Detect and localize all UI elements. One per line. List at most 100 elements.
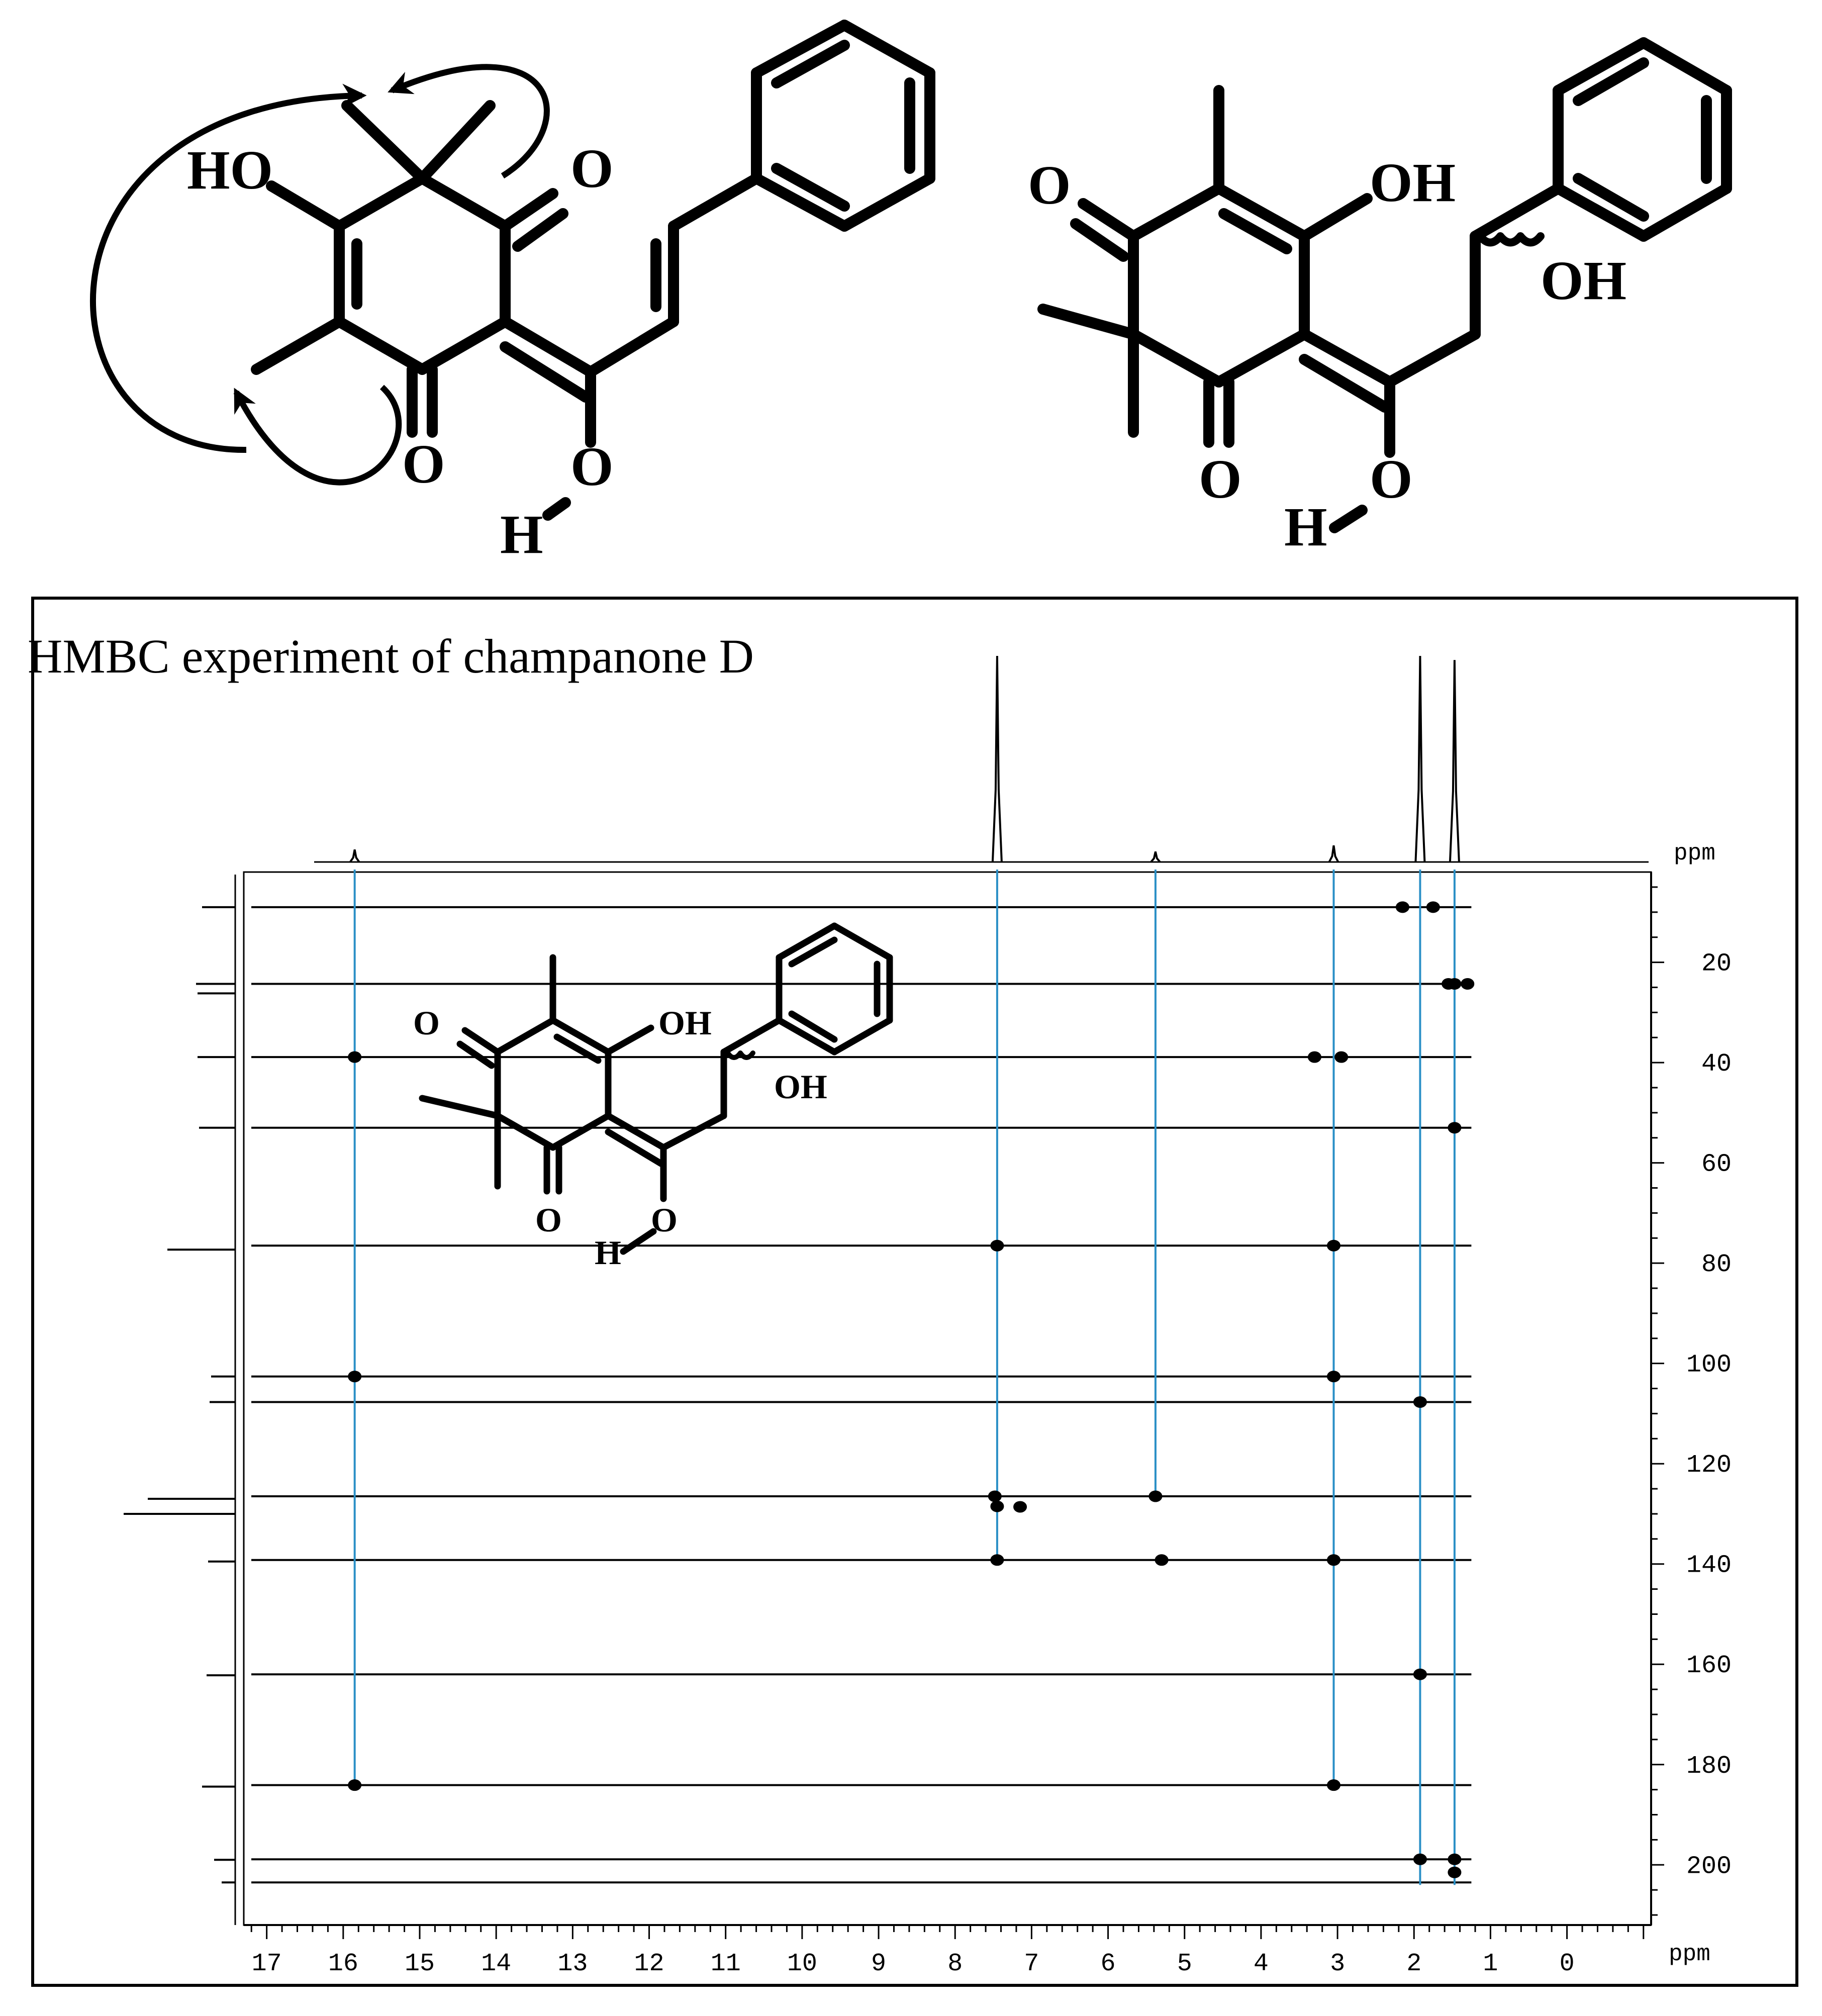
y-tick-label: 40 — [1701, 1050, 1732, 1079]
atom-label: O — [651, 1201, 678, 1239]
x-tick-label: 6 — [1101, 1950, 1116, 1978]
proton-guide-lines — [353, 870, 1456, 1885]
atom-labels-top-right: O OH OH O O H — [1028, 152, 1626, 557]
atom-label: OH — [1541, 250, 1626, 311]
x-tick-label: 12 — [634, 1950, 664, 1978]
cross-peak — [1461, 978, 1475, 990]
structure-inset — [419, 922, 893, 1255]
atom-label: H — [595, 1233, 621, 1272]
arrow-methyl-to-gem — [90, 83, 367, 453]
x-tick-label: 8 — [947, 1950, 963, 1978]
arrow-carbonyl-to-methyl — [233, 385, 402, 486]
plot-area — [243, 871, 1652, 1926]
hmbc-arrows — [90, 64, 550, 486]
cross-peak — [1148, 1490, 1163, 1502]
cross-peak — [1326, 1779, 1340, 1791]
proton-peak — [1414, 655, 1426, 862]
cross-peak — [990, 1500, 1004, 1512]
cross-peak — [1334, 1051, 1349, 1063]
proton-peak — [991, 655, 1003, 862]
f2-unit-label: ppm — [1669, 1941, 1710, 1967]
cross-peak — [348, 1371, 362, 1383]
f2-unit-label-top: ppm — [1674, 840, 1715, 867]
cross-peak — [1448, 1122, 1462, 1134]
cross-peak — [1395, 901, 1409, 913]
atom-label: O — [1199, 448, 1242, 510]
cross-peak — [1326, 1554, 1340, 1566]
proton-peak — [1449, 660, 1460, 862]
atom-label: O — [1370, 448, 1413, 510]
y-tick-label: 20 — [1701, 950, 1732, 979]
atom-label: OH — [774, 1068, 827, 1106]
atom-label: OH — [1370, 152, 1456, 213]
y-tick-label: 60 — [1701, 1150, 1732, 1179]
cross-peak — [1413, 1396, 1427, 1408]
arrow-carbonyl-to-gem — [388, 64, 550, 179]
atom-label: H — [1284, 496, 1327, 557]
cross-peak — [348, 1779, 362, 1791]
atom-labels-inset: O OH OH O O H — [413, 1004, 827, 1272]
cross-peak — [1413, 1853, 1427, 1865]
cross-peak — [990, 1239, 1004, 1252]
cross-peak — [988, 1490, 1002, 1502]
atom-label: HO — [187, 139, 273, 201]
cross-peak — [1307, 1051, 1321, 1063]
y-tick-label: 80 — [1701, 1251, 1732, 1279]
proton-peak — [1328, 845, 1339, 862]
proton-projection — [349, 655, 1460, 863]
cross-peak — [1326, 1371, 1340, 1383]
x-tick-label: 17 — [252, 1950, 282, 1978]
x-tick-label: 3 — [1330, 1950, 1345, 1978]
x-tick-label: 9 — [871, 1950, 886, 1978]
atom-label: O — [570, 138, 614, 199]
proton-peak — [349, 849, 360, 863]
correlation-lines — [251, 906, 1472, 1884]
cross-peak — [348, 1051, 362, 1063]
cross-peak — [1013, 1501, 1027, 1513]
x-tick-label: 15 — [405, 1950, 435, 1978]
y-tick-label: 200 — [1686, 1852, 1732, 1881]
y-tick-label: 120 — [1686, 1451, 1732, 1480]
atom-labels-top-left: HO O O O H — [187, 138, 614, 565]
x-tick-label: 4 — [1254, 1950, 1269, 1978]
proton-peak — [1150, 851, 1161, 863]
y-tick-label: 100 — [1686, 1351, 1732, 1380]
carbon-projection — [124, 906, 235, 1884]
y-axis: 20 40 60 80 100 120 140 160 180 200 — [1650, 872, 1732, 1925]
y-tick-label: 180 — [1686, 1752, 1732, 1781]
x-tick-label: 7 — [1024, 1950, 1039, 1978]
cross-peak — [1326, 1239, 1340, 1252]
cross-peak — [990, 1554, 1004, 1566]
atom-label: H — [500, 504, 543, 565]
cross-peak — [1413, 1668, 1427, 1680]
x-tick-label: 11 — [711, 1950, 741, 1978]
x-tick-label: 0 — [1560, 1950, 1575, 1978]
structure-top-right — [1037, 37, 1732, 533]
atom-label: O — [402, 433, 445, 495]
cross-peak — [1448, 978, 1462, 990]
x-tick-label: 14 — [481, 1950, 511, 1978]
spectrum-outer-frame — [31, 597, 1798, 1987]
cross-peak — [1448, 1866, 1462, 1878]
atom-label: O — [570, 436, 614, 497]
x-tick-label: 1 — [1483, 1950, 1498, 1978]
atom-label: O — [1028, 154, 1071, 216]
cross-peak — [1426, 901, 1440, 913]
x-tick-label: 5 — [1177, 1950, 1192, 1978]
x-tick-label: 10 — [787, 1950, 817, 1978]
structure-top-left — [251, 20, 935, 521]
atom-label: O — [413, 1004, 440, 1042]
cross-peaks — [348, 901, 1475, 1878]
x-tick-label: 16 — [328, 1950, 358, 1978]
x-tick-label: 13 — [557, 1950, 588, 1978]
atom-label: OH — [658, 1004, 712, 1042]
cross-peak — [1155, 1554, 1169, 1566]
y-tick-label: 140 — [1686, 1552, 1732, 1580]
chart-title: HMBC experiment of champanone D — [28, 629, 754, 683]
y-tick-label: 160 — [1686, 1652, 1732, 1680]
cross-peak — [1448, 1853, 1462, 1865]
atom-label: O — [535, 1201, 562, 1239]
x-tick-label: 2 — [1406, 1950, 1421, 1978]
